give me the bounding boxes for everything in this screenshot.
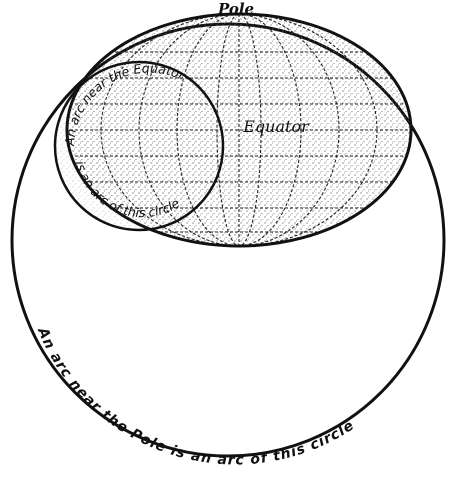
- equator-label: Equator: [242, 117, 310, 136]
- large-circle-caption-text: An arc near the Pole is an arc of this c…: [34, 324, 357, 468]
- small-circle: [53, 60, 225, 232]
- pole-label: Pole: [217, 0, 254, 18]
- large-circle-caption: An arc near the Pole is an arc of this c…: [34, 324, 358, 468]
